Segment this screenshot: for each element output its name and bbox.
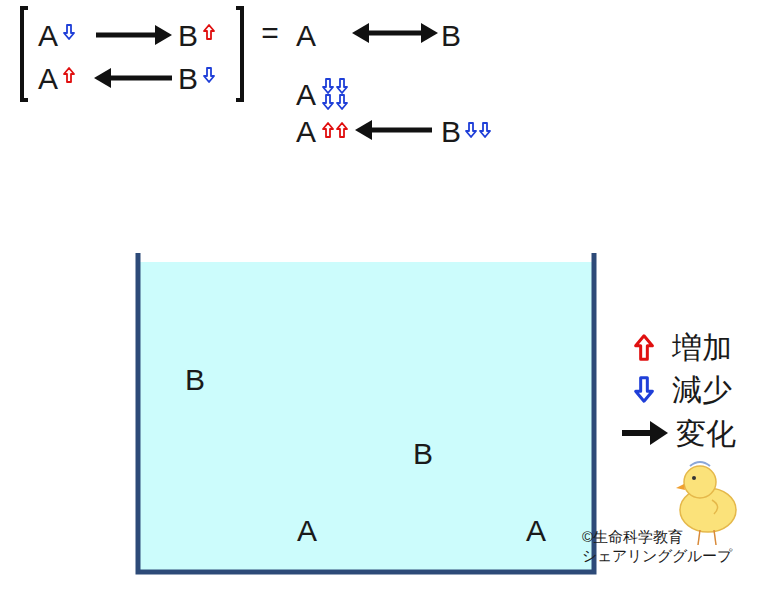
molecule-letter: A (526, 516, 546, 546)
term-letter: A (38, 64, 58, 94)
decrease-arrow (636, 378, 653, 401)
term-letter: B (178, 21, 198, 51)
legend-text: 増加 (672, 333, 732, 363)
change-arrow (94, 68, 172, 88)
bracket (236, 8, 242, 100)
term-letter: A (296, 80, 316, 110)
change-arrow (355, 120, 432, 140)
increase-arrow (204, 25, 214, 39)
term-letter: A (296, 117, 316, 147)
decrease-arrow (337, 79, 347, 93)
change-arrow (96, 25, 172, 45)
legend-text: 減少 (672, 375, 732, 405)
change-arrow (352, 23, 438, 43)
decrease-arrow (323, 95, 333, 109)
term-letter: B (178, 64, 198, 94)
decrease-arrow (323, 79, 333, 93)
increase-arrow (323, 123, 333, 137)
beaker (138, 253, 594, 572)
decrease-arrow (64, 25, 74, 39)
increase-arrow (636, 336, 653, 359)
term-letter: B (441, 21, 461, 51)
term-letter: A (38, 21, 58, 51)
decrease-arrow (337, 95, 347, 109)
term-letter: A (296, 21, 316, 51)
molecule-letter: A (297, 516, 317, 546)
decrease-arrow (466, 123, 476, 137)
equals-sign: = (261, 18, 279, 48)
water (139, 262, 593, 570)
molecule-letter: B (413, 439, 433, 469)
decrease-arrow (480, 123, 490, 137)
molecule-letter: B (185, 365, 205, 395)
chick-drawing (676, 462, 736, 545)
change-arrow (622, 421, 668, 445)
bracket (22, 8, 28, 100)
decrease-arrow (204, 68, 214, 82)
increase-arrow (64, 68, 74, 82)
legend-text: 変化 (676, 419, 736, 449)
increase-arrow (337, 123, 347, 137)
copyright-note: ©生命科学教育 シェアリンググループ (582, 528, 772, 566)
term-letter: B (441, 117, 461, 147)
